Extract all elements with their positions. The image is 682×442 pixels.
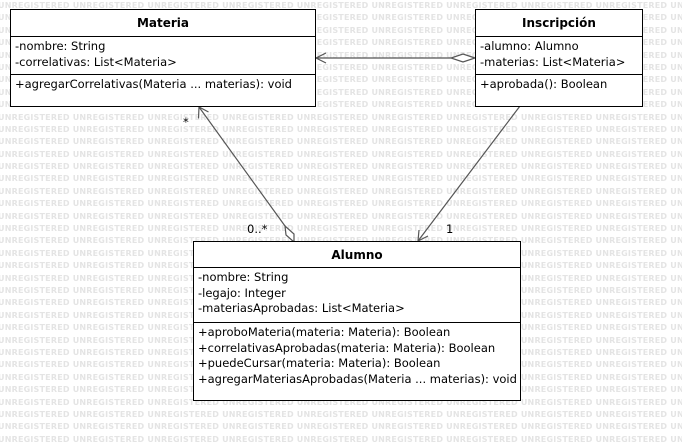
inscripcion-alumno-line [417, 105, 521, 242]
alumno-class[interactable]: Alumno -nombre: String -legajo: Integer … [193, 241, 521, 401]
inscripcion-class[interactable]: Inscripción -alumno: Alumno -materias: L… [475, 9, 643, 107]
materia-attributes: -nombre: String -correlativas: List<Mate… [11, 37, 315, 75]
inscripcion-alumno-association [417, 105, 521, 243]
alumno-attr-legajo: -legajo: Integer [198, 285, 286, 300]
materia-multiplicity: * [183, 115, 189, 129]
materia-op-agregar-correlativas: +agregarCorrelativas(Materia ... materia… [15, 77, 292, 91]
alumno-attr-materias-aprobadas: -materiasAprobadas: List<Materia> [198, 301, 405, 315]
alumno-aggregation-diamond [284, 224, 295, 244]
inscripcion-attributes: -alumno: Alumno -materias: List<Materia> [476, 37, 642, 75]
materia-attr-correlativas: -correlativas: List<Materia> [15, 54, 177, 69]
alumno-operations: +aproboMateria(materia: Materia): Boolea… [194, 323, 520, 390]
alumno-materia-aggregation [197, 106, 295, 244]
materia-operations: +agregarCorrelativas(Materia ... materia… [11, 75, 315, 96]
inscripcion-attr-alumno: -alumno: Alumno [480, 39, 579, 53]
alumno-op-aprobo-materia: +aproboMateria(materia: Materia): Boolea… [198, 325, 451, 339]
alumno-op-puede-cursar: +puedeCursar(materia: Materia): Boolean [198, 356, 441, 370]
materia-arrowhead [197, 106, 209, 119]
inscripcion-op-aprobada: +aprobada(): Boolean [480, 77, 608, 91]
alumno-class-name: Alumno [194, 242, 520, 268]
alumno-attr-nombre: -nombre: String [198, 270, 289, 284]
materia-class-name: Materia [11, 10, 315, 37]
alumno-attributes: -nombre: String -legajo: Integer -materi… [194, 268, 520, 323]
materia-attr-nombre: -nombre: String [15, 39, 106, 53]
alumno-op-agregar-materias-aprobadas: +agregarMateriasAprobadas(Materia ... ma… [198, 371, 517, 386]
inscripcion-attr-materias: -materias: List<Materia> [480, 54, 626, 69]
inscripcion-aggregation-diamond [449, 53, 477, 63]
alumno-op-correlativas-aprobadas: +correlativasAprobadas(materia: Materia)… [198, 340, 496, 355]
alumno-materia-line [198, 106, 286, 227]
alumno-association-multiplicity: 1 [446, 222, 454, 236]
materia-arrowhead-2 [314, 52, 327, 64]
materia-class[interactable]: Materia -nombre: String -correlativas: L… [10, 9, 316, 107]
inscripcion-materia-aggregation [314, 52, 477, 64]
alumno-multiplicity: 0..* [247, 222, 268, 236]
inscripcion-class-name: Inscripción [476, 10, 642, 37]
inscripcion-operations: +aprobada(): Boolean [476, 75, 642, 96]
